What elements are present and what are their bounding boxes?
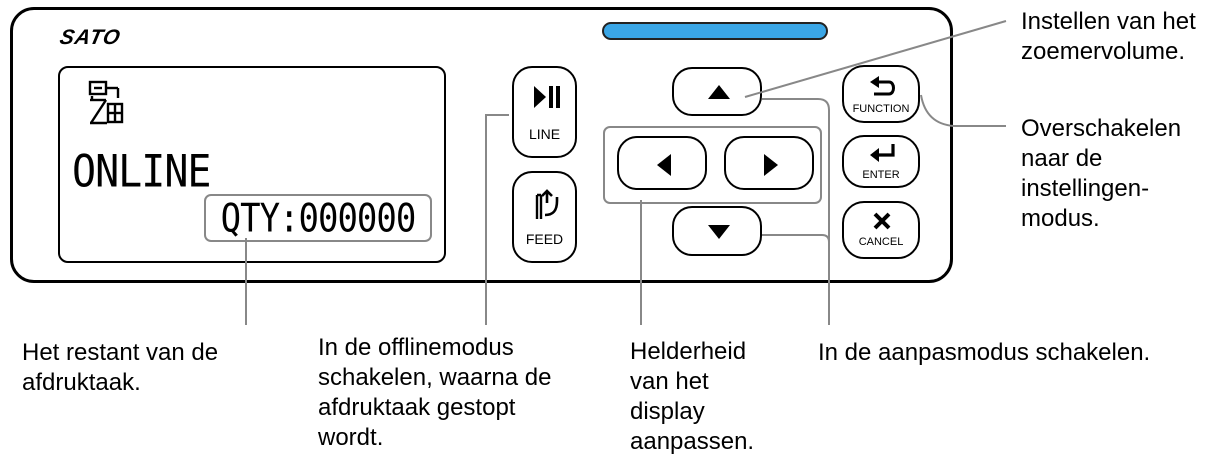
line-button[interactable]: LINE xyxy=(512,66,577,158)
leader-line-adjust-up xyxy=(762,98,830,325)
callout-display-brightness: Helderheid van het display aanpassen. xyxy=(630,338,755,455)
up-arrow-button[interactable] xyxy=(672,67,762,116)
right-arrow-button[interactable] xyxy=(724,136,814,190)
cancel-button[interactable]: CANCEL xyxy=(842,201,920,259)
leader-line-buzzer xyxy=(744,20,1007,98)
right-arrow-icon xyxy=(764,154,778,176)
up-arrow-icon xyxy=(708,85,730,99)
down-arrow-button[interactable] xyxy=(672,206,762,256)
enter-button[interactable]: ENTER xyxy=(842,135,920,188)
line-button-label: LINE xyxy=(528,126,561,142)
callout-offline-mode: In de offlinemodus schakelen, waarna de … xyxy=(318,334,552,451)
callout-buzzer-volume: Instellen van het zoemervolume. xyxy=(1021,8,1196,65)
network-icon xyxy=(88,80,124,125)
feed-button-label: FEED xyxy=(525,231,564,247)
lcd-status-text: ONLINE xyxy=(72,146,211,198)
function-button-label: FUNCTION xyxy=(852,103,910,115)
leader-line-settings xyxy=(920,94,1006,127)
status-indicator-bar xyxy=(602,22,828,40)
left-arrow-icon xyxy=(657,154,671,176)
lcd-qty-text: QTY:000000 xyxy=(220,196,417,242)
close-icon xyxy=(873,212,891,230)
callout-remaining-job: Het restant van de afdruktaak. xyxy=(22,339,219,396)
leader-line-adjust-down xyxy=(762,234,830,243)
left-right-key-group xyxy=(603,126,822,204)
cancel-button-label: CANCEL xyxy=(858,236,904,248)
leader-line-line xyxy=(485,114,509,325)
enter-button-label: ENTER xyxy=(862,169,900,181)
callout-settings-mode: Overschakelen naar de instellingen- modu… xyxy=(1021,115,1182,232)
play-pause-icon xyxy=(534,86,560,108)
qty-highlight-box xyxy=(204,194,432,242)
feed-icon xyxy=(535,189,559,219)
callout-adjust-mode: In de aanpasmodus schakelen. xyxy=(818,339,1151,366)
feed-button[interactable]: FEED xyxy=(512,171,577,263)
return-icon xyxy=(870,76,895,96)
enter-icon xyxy=(870,144,895,162)
function-button[interactable]: FUNCTION xyxy=(842,65,920,123)
left-arrow-button[interactable] xyxy=(617,136,707,190)
down-arrow-icon xyxy=(708,225,730,239)
lcd-display xyxy=(58,66,446,263)
